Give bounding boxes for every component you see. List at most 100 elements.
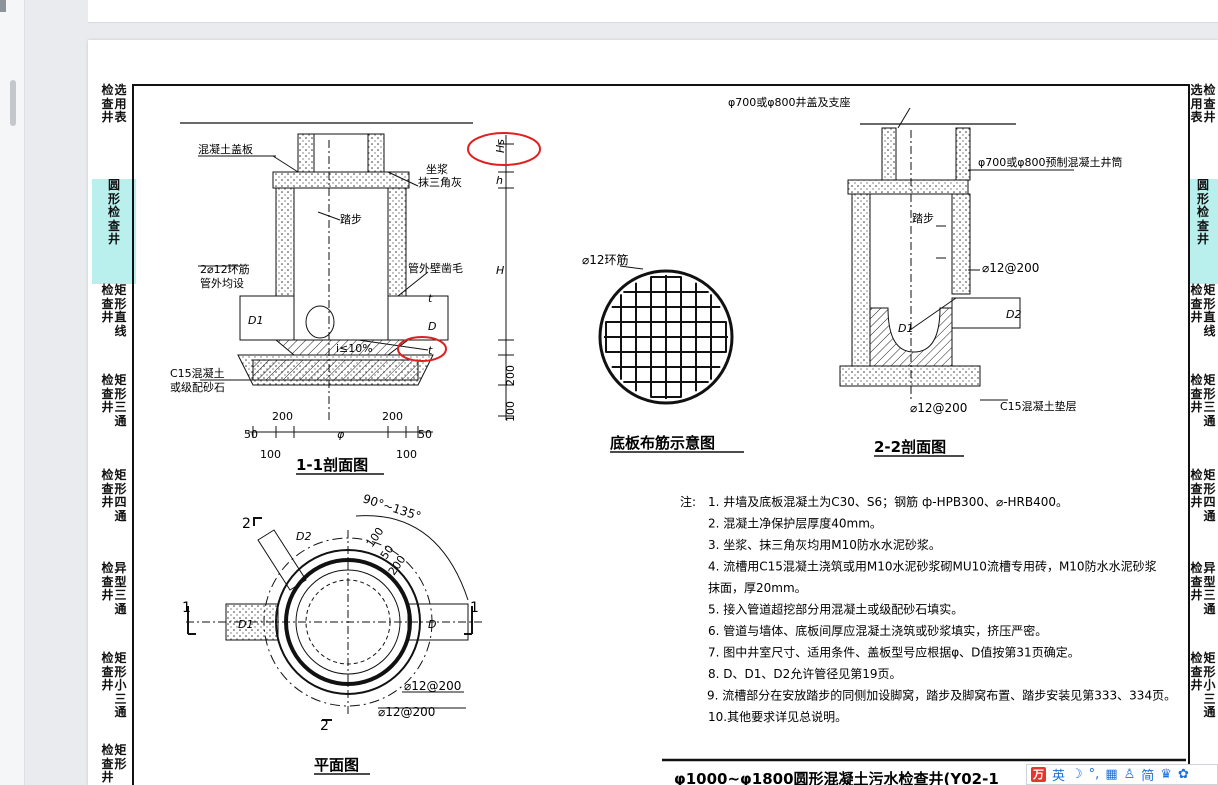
index-tab-char: 井 — [101, 310, 114, 324]
index-tab-char: 查 — [101, 386, 114, 401]
index-tab[interactable]: 检查井矩形小三通 — [92, 651, 136, 744]
index-tab[interactable]: 圆形检查井 — [1188, 178, 1218, 284]
section-mark-2-bottom: 2 — [320, 718, 329, 734]
index-tab[interactable]: 检查井矩形四通 — [1188, 468, 1218, 562]
label-cushion: C15混凝土垫层 — [1000, 399, 1077, 413]
index-tab-char: 表 — [114, 110, 127, 124]
index-tab-char: 形 — [1203, 296, 1216, 311]
index-tab-char: 形 — [114, 481, 127, 496]
index-tab-char: 矩 — [114, 651, 127, 665]
dim-d-plan: D — [428, 618, 436, 631]
index-tab-char: 井 — [101, 400, 114, 414]
ime-logo-icon[interactable]: 万 — [1031, 767, 1046, 782]
index-tab[interactable]: 检查井矩形 — [92, 743, 136, 785]
index-tab-char: 矩 — [1203, 468, 1216, 482]
index-tab-char: 形 — [114, 386, 127, 401]
index-tab-char: 圆 — [107, 178, 120, 192]
index-tab-char: 查 — [1196, 218, 1209, 233]
index-tab-char: 四 — [114, 495, 127, 509]
index-tab-char: 三 — [114, 691, 127, 706]
index-tab-char: 三 — [1203, 691, 1216, 706]
index-tab-char: 异 — [114, 561, 127, 575]
label-bar-plan-1: ⌀12@200 — [404, 679, 461, 693]
section-mark-1-right: 1 — [470, 600, 479, 616]
settings-icon[interactable]: ✿ — [1177, 767, 1189, 782]
section-1-1 — [180, 122, 541, 438]
index-tab-char: 检 — [101, 373, 114, 387]
red-annotation-circle — [397, 336, 447, 362]
index-tab-column: 检查井 — [101, 283, 114, 374]
label-base: C15混凝土 — [170, 366, 225, 380]
index-tab-char: 矩 — [1203, 373, 1216, 387]
dim-bottom-100-right: 100 — [396, 448, 417, 461]
index-tab-column: 检查井 — [1190, 283, 1203, 374]
moon-icon[interactable]: ☽ — [1071, 767, 1083, 782]
index-tab-char: 形 — [114, 756, 127, 771]
note-line: 3. 坐浆、抹三角灰均用M10防水水泥砂浆。 — [708, 537, 941, 552]
section-mark-1-left: 1 — [182, 600, 191, 616]
dim-200: 200 — [504, 365, 517, 386]
ime-toolbar[interactable]: 万 英 ☽ °, ▦ ♙ 简 ♛ ✿ — [1026, 764, 1218, 785]
dim-h: h — [496, 174, 503, 187]
index-tab-char: 检 — [1190, 373, 1203, 387]
index-tab-column: 圆形检查井 — [107, 178, 120, 284]
index-tab-column: 检查井 — [101, 743, 113, 785]
dim-d1: D1 — [248, 314, 263, 327]
dim-bottom-100-left: 100 — [260, 448, 281, 461]
index-tab-column: 选用表 — [114, 83, 127, 179]
index-tab[interactable]: 圆形检查井 — [92, 178, 136, 284]
index-tab[interactable]: 检查井选用表 — [92, 83, 136, 179]
skin-icon[interactable]: ♛ — [1160, 767, 1172, 782]
index-tab-column: 异型三通 — [1203, 561, 1216, 652]
keyboard-icon[interactable]: ▦ — [1105, 767, 1118, 782]
drawing-frame — [132, 84, 1190, 785]
dim-t-lower: t — [428, 344, 433, 357]
label-bar-plan-2: ⌀12@200 — [378, 705, 435, 719]
dim-100: 100 — [504, 401, 517, 422]
index-tab-char: 型 — [1203, 574, 1216, 589]
index-tab-char: 线 — [114, 323, 127, 338]
ime-mode-toggle[interactable]: 英 — [1052, 769, 1066, 784]
index-tab[interactable]: 检查井矩形小三通 — [1188, 651, 1218, 744]
index-tab[interactable]: 检查井矩形直线 — [92, 283, 136, 374]
dim-bottom-200-right: 200 — [382, 410, 403, 423]
index-tab[interactable]: 检查井异型三通 — [92, 561, 136, 652]
index-tab-char: 检 — [1190, 283, 1203, 297]
dim-t-upper: t — [428, 292, 433, 305]
index-tab[interactable]: 检查井矩形四通 — [92, 468, 136, 562]
index-tab-char: 查 — [101, 96, 114, 111]
index-tab-char: 查 — [101, 574, 114, 589]
document-page: 检查井选用表圆形检查井检查井矩形直线检查井矩形三通检查井矩形四通检查井异型三通检… — [88, 40, 1218, 785]
user-icon[interactable]: ♙ — [1123, 767, 1136, 782]
index-tab-char: 用 — [114, 96, 127, 111]
index-tab[interactable]: 检查井异型三通 — [1188, 561, 1218, 652]
index-tab[interactable]: 选用表检查井 — [1188, 83, 1218, 179]
index-tab[interactable]: 检查井矩形三通 — [92, 373, 136, 469]
label-mortar: 坐浆 — [426, 162, 448, 176]
dim-H: H — [496, 264, 504, 277]
index-tab-char: 井 — [1190, 310, 1203, 324]
index-tab-char: 形 — [1203, 664, 1216, 679]
index-tab-column: 矩形直线 — [114, 283, 127, 374]
note-line: 9. 流槽部分在安放踏步的同侧加设脚窝，踏步及脚窝布置、踏步安装见第333、33… — [707, 688, 1176, 703]
index-tab-char: 形 — [114, 664, 127, 679]
section-2-2 — [839, 107, 1074, 401]
left-rail — [0, 0, 25, 785]
index-tab-column: 检查井 — [101, 651, 113, 744]
index-tab-char: 形 — [1203, 481, 1216, 496]
scrollbar-thumb[interactable] — [10, 80, 16, 126]
note-line: 2. 混凝土净保护层厚度40mm。 — [708, 516, 882, 531]
label-mortar-triangle: 抹三角灰 — [418, 175, 462, 189]
index-tab-char: 井 — [1196, 232, 1209, 246]
label-step: 踏步 — [340, 212, 362, 226]
index-tab-column: 检查井 — [1190, 651, 1202, 744]
index-tab[interactable]: 检查井矩形直线 — [1188, 283, 1218, 374]
index-tab-char: 查 — [1190, 386, 1203, 401]
punctuation-icon[interactable]: °, — [1088, 767, 1100, 782]
index-tab[interactable]: 检查井矩形三通 — [1188, 373, 1218, 469]
index-tab-char: 选 — [114, 83, 127, 97]
index-tab-column: 检查井 — [101, 561, 114, 652]
note-line: 5. 接入管道超挖部分用混凝土或级配砂石填实。 — [708, 602, 963, 617]
index-tab-char: 通 — [114, 413, 127, 428]
ime-simplified-toggle[interactable]: 简 — [1141, 769, 1155, 784]
